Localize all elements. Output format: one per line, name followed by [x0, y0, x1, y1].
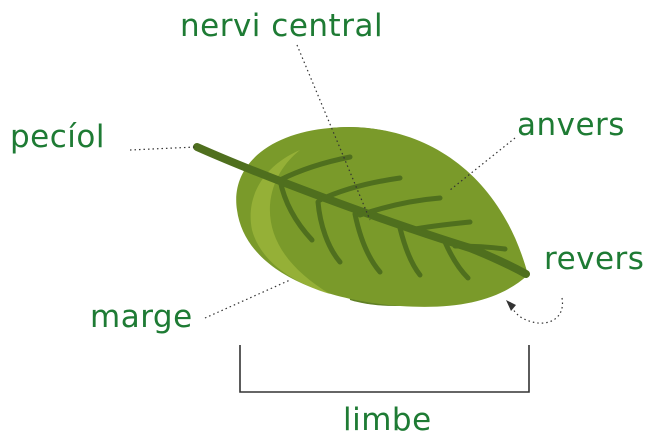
- pointer-revers: [510, 298, 562, 323]
- pointer-peciol: [130, 147, 196, 150]
- revers-arrowhead-icon: [506, 300, 516, 311]
- label-petiole: pecíol: [10, 122, 105, 153]
- label-margin: marge: [90, 302, 193, 333]
- label-under-side: revers: [544, 244, 644, 275]
- label-upper-side: anvers: [517, 110, 625, 141]
- limbe-bracket: [240, 345, 529, 392]
- label-central-vein: nervi central: [180, 11, 383, 42]
- label-blade: limbe: [343, 405, 432, 436]
- pointer-marge: [205, 280, 290, 318]
